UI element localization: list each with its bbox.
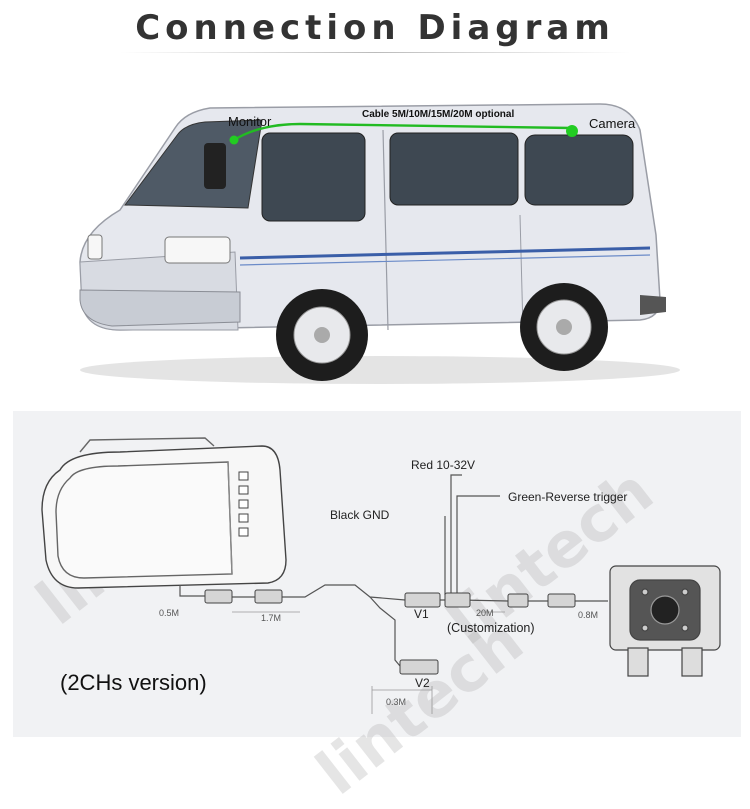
version-label: (2CHs version): [60, 670, 207, 695]
monitor-label: Monitor: [228, 114, 272, 129]
rear-bumper: [640, 295, 666, 315]
van-window-1: [261, 132, 366, 222]
monitor-point: [229, 135, 239, 145]
page-title: Connection Diagram: [135, 8, 615, 48]
cable-connectors: [204, 589, 576, 675]
headlight: [87, 234, 103, 260]
v1-label: V1: [414, 607, 429, 621]
mirror-monitor: [41, 437, 287, 589]
front-bumper: [79, 289, 241, 327]
wiring-diagram: [41, 437, 721, 714]
side-mirror: [204, 143, 226, 189]
cable-route-line: [233, 122, 573, 142]
rear-wheel: [520, 283, 608, 371]
headlight: [164, 236, 231, 264]
van-illustration: [79, 103, 680, 384]
length-label-20m: 20M: [476, 608, 494, 618]
van-shadow: [80, 356, 680, 384]
length-label-03m: 0.3M: [386, 697, 407, 707]
backup-camera: [609, 565, 721, 677]
door-line: [382, 129, 389, 331]
van-window-2: [389, 132, 519, 206]
green-wire-label: Green-Reverse trigger: [508, 490, 628, 504]
van-window-3: [524, 134, 634, 206]
front-wheel: [276, 289, 368, 381]
v2-label: V2: [415, 676, 430, 690]
length-label-05m: 0.5M: [159, 608, 180, 618]
black-wire-label: Black GND: [330, 508, 390, 522]
dimension-lines: [232, 611, 505, 714]
door-line: [519, 214, 524, 331]
red-wire-label: Red 10-32V: [411, 458, 476, 472]
title-divider: [120, 52, 630, 53]
van-windshield: [124, 119, 263, 209]
camera-label: Camera: [589, 116, 636, 131]
cable-label: Cable 5M/10M/15M/20M optional: [362, 109, 515, 120]
length-label-08m: 0.8M: [578, 610, 599, 620]
van-stripe: [239, 246, 651, 260]
monitor-buttons: [238, 471, 249, 537]
van-stripe-thin: [239, 254, 651, 266]
customization-label: (Customization): [447, 621, 535, 635]
length-label-17m: 1.7M: [261, 613, 282, 623]
camera-point: [566, 125, 578, 137]
